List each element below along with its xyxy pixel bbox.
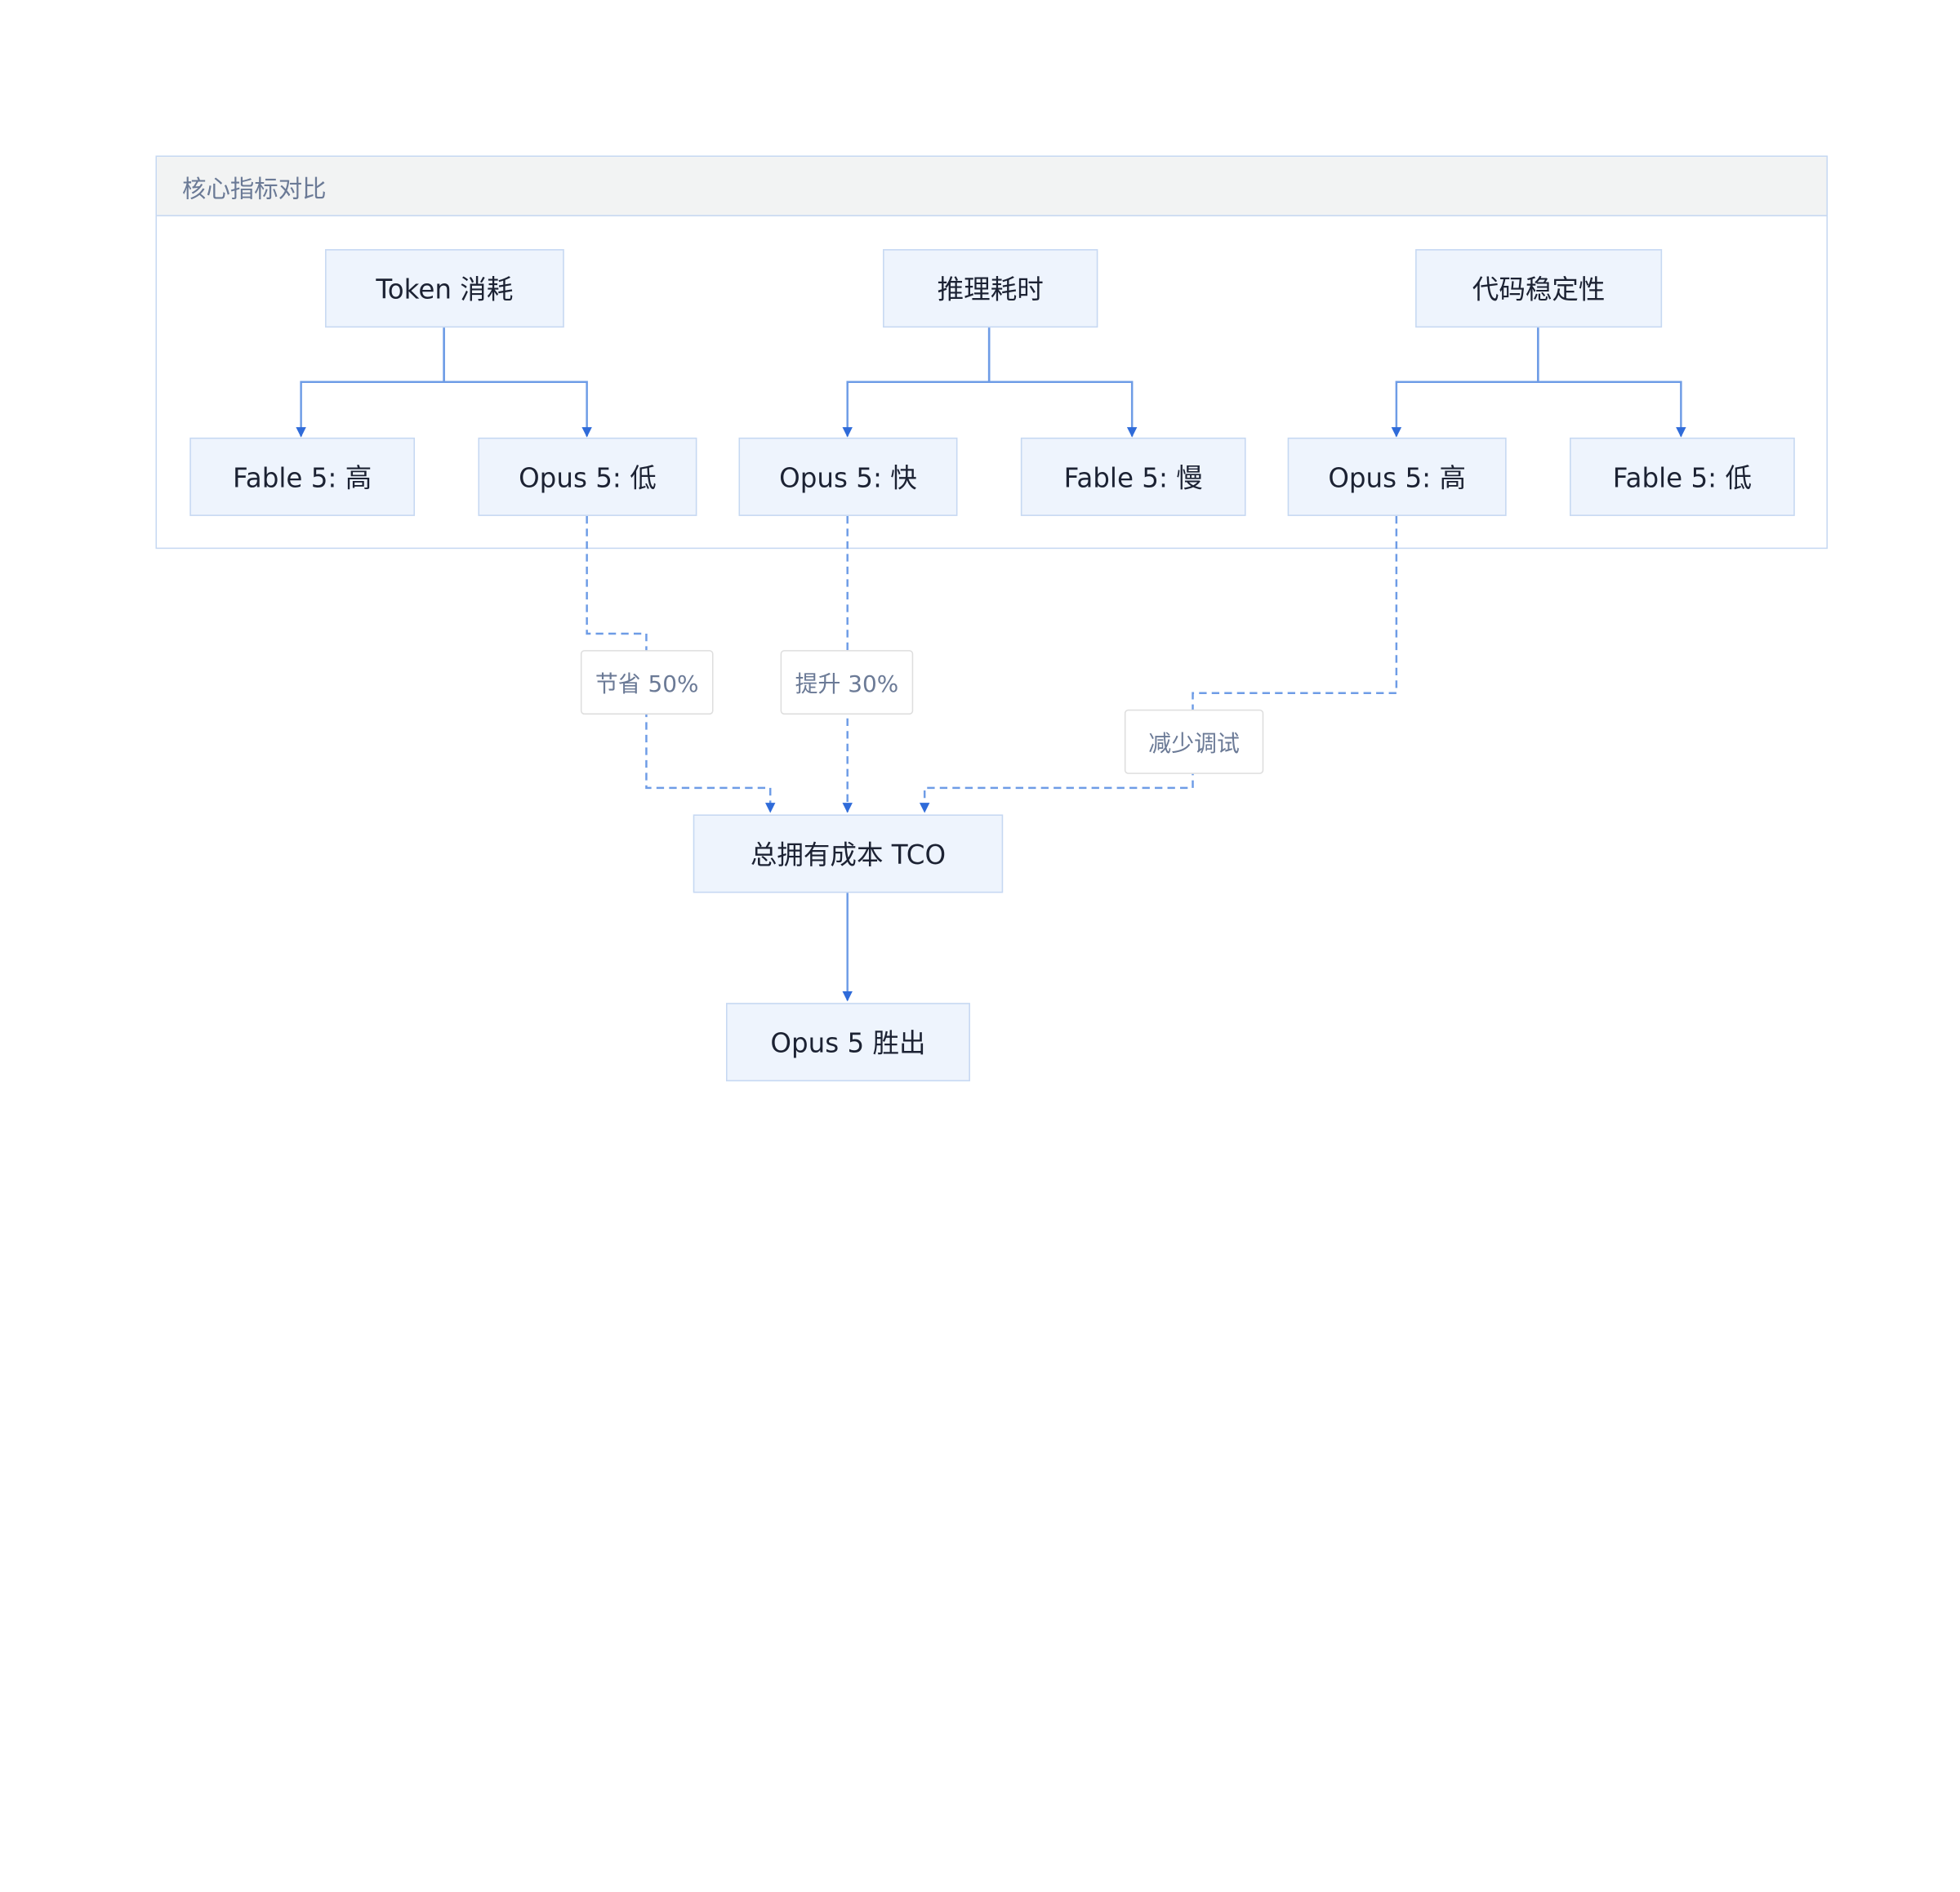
node-label: Opus 5: 低 xyxy=(519,462,657,494)
node-label: 代码稳定性 xyxy=(1472,274,1606,305)
node-token-consumption: Token 消耗 xyxy=(325,249,564,328)
group-title: 核心指标对比 xyxy=(182,176,327,204)
edge-label-save: 节省 50% xyxy=(580,650,714,715)
metrics-comparison-group: 核心指标对比 xyxy=(155,155,1829,550)
edge-label-text: 减少调试 xyxy=(1148,730,1240,757)
node-opus-stability: Opus 5: 高 xyxy=(1287,437,1507,516)
edge-label-text: 提升 30% xyxy=(795,670,899,698)
edge-token-to-fable xyxy=(296,327,445,438)
node-label: Opus 5: 快 xyxy=(779,462,917,494)
node-label: 推理耗时 xyxy=(937,274,1044,305)
node-fable-latency: Fable 5: 慢 xyxy=(1020,437,1246,516)
edge-stability-to-opus xyxy=(1391,327,1539,438)
edge-label-text: 节省 50% xyxy=(595,670,699,698)
edge-token-to-opus xyxy=(443,327,592,438)
node-label: Fable 5: 低 xyxy=(1612,462,1753,494)
node-opus-token: Opus 5: 低 xyxy=(478,437,697,516)
node-label: Token 消耗 xyxy=(376,274,514,305)
node-label: Fable 5: 高 xyxy=(233,462,372,494)
edges-layer xyxy=(296,327,1686,1002)
node-inference-latency: 推理耗时 xyxy=(883,249,1098,328)
node-winner: Opus 5 胜出 xyxy=(726,1003,970,1082)
group-header: 核心指标对比 xyxy=(157,157,1827,216)
node-tco: 总拥有成本 TCO xyxy=(693,814,1004,893)
node-code-stability: 代码稳定性 xyxy=(1415,249,1663,328)
edge-latency-to-opus xyxy=(842,327,991,438)
edge-opus-stability-to-tco xyxy=(919,515,1398,813)
node-fable-token: Fable 5: 高 xyxy=(189,437,416,516)
edge-label-debug: 减少调试 xyxy=(1124,709,1264,774)
node-label: 总拥有成本 TCO xyxy=(750,839,947,870)
node-opus-latency: Opus 5: 快 xyxy=(738,437,958,516)
node-label: Fable 5: 慢 xyxy=(1063,462,1203,494)
edge-stability-to-fable xyxy=(1537,327,1686,438)
node-fable-stability: Fable 5: 低 xyxy=(1570,437,1795,516)
node-label: Opus 5 胜出 xyxy=(770,1028,926,1059)
edge-latency-to-fable xyxy=(987,327,1138,438)
node-label: Opus 5: 高 xyxy=(1328,462,1466,494)
edge-label-boost: 提升 30% xyxy=(780,650,914,715)
